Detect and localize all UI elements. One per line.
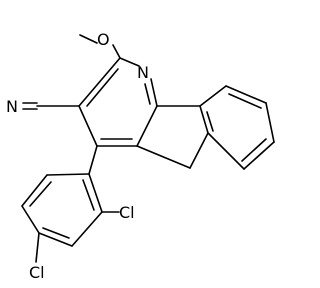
bond-ar4-cl: [35, 232, 40, 263]
bond-c9-c8-inner: [228, 93, 262, 109]
bond-n1-c9a-inner: [144, 83, 151, 105]
bond-c9a-c4a: [136, 105, 158, 147]
bond-c5a-ch2: [189, 132, 209, 169]
bond-ar2-ar3: [71, 211, 103, 247]
bond-ar5-ar6-inner: [29, 181, 52, 207]
bond-ar1-ar2: [88, 173, 103, 213]
molecule-drawing: O N N Cl Cl: [6, 30, 275, 282]
bond-ar1-ar2-inner: [82, 179, 95, 211]
bond-c7-c6-inner: [241, 138, 267, 162]
bond-ar3-ar4: [38, 232, 73, 247]
bond-ch2-c4a: [136, 145, 191, 169]
bond-c3-c2: [78, 57, 121, 107]
bond-c4-aryl: [88, 145, 98, 175]
bond-c8-c7: [265, 102, 275, 143]
bond-c2-n1: [119, 57, 140, 67]
bond-methyl-o: [79, 34, 98, 44]
atom-labels: O N N Cl Cl: [6, 30, 149, 282]
bond-ar3-ar4-inner: [42, 227, 70, 239]
structure-canvas: O N N Cl Cl: [6, 30, 275, 282]
bond-c9-c8: [225, 85, 267, 104]
bond-c9b-c9: [199, 85, 227, 107]
bond-o-c2: [112, 44, 121, 59]
atom-label-cl-bottom: Cl: [29, 263, 45, 282]
atom-label-nitrile-n: N: [6, 97, 18, 116]
bond-ar6-ar1: [46, 173, 90, 176]
bond-c4-c3: [78, 105, 98, 147]
bond-c6-c5a: [207, 132, 245, 170]
bond-c9b-c5a-inner: [206, 111, 214, 132]
bond-c7-c6: [243, 141, 275, 170]
bond-ar5-ar6: [21, 174, 48, 207]
atom-label-methoxy-o: O: [97, 30, 110, 49]
bond-c9b-c5a: [199, 105, 209, 134]
bond-n1-c9a: [150, 78, 158, 107]
atom-label-pyridine-n: N: [137, 63, 149, 82]
bond-c3-c2-inner: [86, 68, 119, 107]
atom-label-cl-top: Cl: [119, 203, 135, 222]
bonds: [21, 34, 275, 263]
bond-ar4-ar5: [21, 205, 40, 234]
